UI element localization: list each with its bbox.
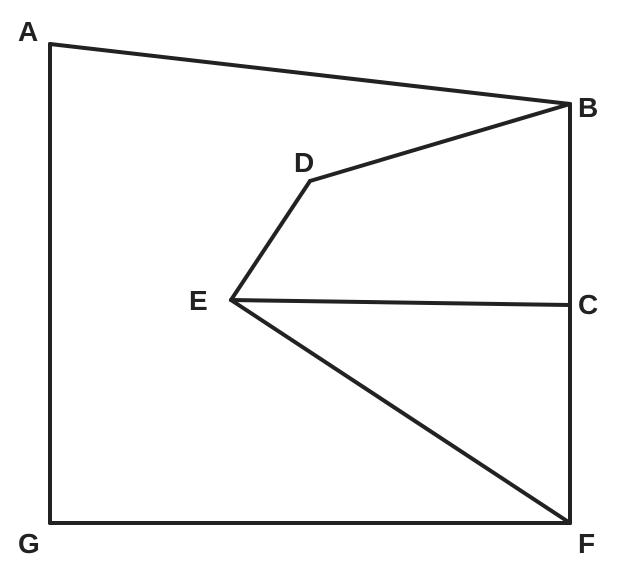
point-label-a: A (18, 16, 38, 47)
point-label-f: F (578, 528, 595, 559)
point-label-d: D (294, 147, 314, 178)
labels-group: A B C D E F G (18, 16, 598, 559)
point-label-g: G (18, 528, 40, 559)
segment-bd (308, 102, 572, 183)
point-label-b: B (578, 92, 598, 123)
segment-ab (48, 42, 572, 106)
segment-ec (229, 298, 572, 307)
point-label-c: C (578, 289, 598, 320)
segment-ef (229, 298, 572, 525)
segments-group (48, 42, 572, 525)
point-label-e: E (189, 285, 208, 316)
segment-de (229, 179, 312, 302)
